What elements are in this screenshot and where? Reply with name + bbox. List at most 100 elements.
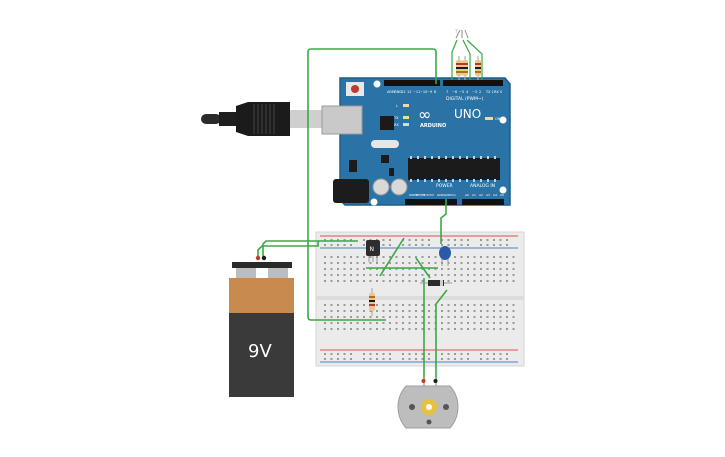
breadboard-hole[interactable] (382, 280, 385, 282)
breadboard-hole[interactable] (363, 358, 365, 360)
breadboard-hole[interactable] (408, 310, 411, 312)
breadboard-hole[interactable] (382, 256, 385, 258)
breadboard-hole[interactable] (467, 358, 469, 360)
breadboard-hole[interactable] (363, 322, 365, 324)
breadboard-hole[interactable] (486, 274, 489, 276)
breadboard-hole[interactable] (337, 322, 339, 324)
breadboard-hole[interactable] (363, 310, 365, 312)
breadboard-hole[interactable] (467, 353, 469, 355)
breadboard-hole[interactable] (337, 256, 339, 258)
breadboard-hole[interactable] (512, 328, 515, 330)
breadboard-hole[interactable] (428, 310, 430, 312)
breadboard-hole[interactable] (421, 353, 424, 355)
breadboard-hole[interactable] (408, 239, 411, 241)
breadboard-hole[interactable] (441, 268, 443, 270)
resistor[interactable] (475, 56, 481, 80)
breadboard-hole[interactable] (343, 322, 346, 324)
breadboard-hole[interactable] (447, 316, 450, 318)
breadboard-hole[interactable] (467, 304, 469, 306)
breadboard-hole[interactable] (421, 280, 424, 282)
breadboard-hole[interactable] (369, 280, 372, 282)
breadboard-hole[interactable] (363, 239, 365, 241)
breadboard-hole[interactable] (369, 310, 372, 312)
breadboard-hole[interactable] (330, 322, 333, 324)
breadboard-hole[interactable] (337, 244, 339, 246)
breadboard-hole[interactable] (460, 328, 463, 330)
breadboard-hole[interactable] (428, 353, 430, 355)
breadboard-hole[interactable] (343, 274, 346, 276)
breadboard-hole[interactable] (434, 262, 437, 264)
breadboard-hole[interactable] (486, 328, 489, 330)
breadboard-hole[interactable] (330, 274, 333, 276)
breadboard-hole[interactable] (363, 328, 365, 330)
breadboard-hole[interactable] (428, 316, 430, 318)
breadboard-hole[interactable] (324, 244, 326, 246)
breadboard-hole[interactable] (337, 268, 339, 270)
breadboard-hole[interactable] (369, 262, 372, 264)
breadboard-hole[interactable] (506, 322, 508, 324)
breadboard-hole[interactable] (428, 274, 430, 276)
breadboard-hole[interactable] (447, 239, 450, 241)
usb-cable[interactable] (201, 102, 324, 136)
breadboard-hole[interactable] (395, 256, 398, 258)
reset-button[interactable] (351, 85, 359, 93)
breadboard-hole[interactable] (506, 316, 508, 318)
breadboard-hole[interactable] (389, 268, 391, 270)
breadboard-hole[interactable] (512, 322, 515, 324)
breadboard-hole[interactable] (376, 268, 378, 270)
breadboard-hole[interactable] (454, 262, 456, 264)
breadboard-hole[interactable] (389, 316, 391, 318)
breadboard-hole[interactable] (408, 328, 411, 330)
breadboard-hole[interactable] (499, 353, 502, 355)
breadboard[interactable] (315, 231, 525, 367)
breadboard-hole[interactable] (499, 244, 502, 246)
breadboard-hole[interactable] (486, 310, 489, 312)
breadboard-hole[interactable] (506, 328, 508, 330)
breadboard-hole[interactable] (356, 280, 359, 282)
breadboard-hole[interactable] (402, 353, 404, 355)
breadboard-hole[interactable] (467, 239, 469, 241)
breadboard-hole[interactable] (473, 262, 476, 264)
breadboard-hole[interactable] (389, 304, 391, 306)
breadboard-hole[interactable] (324, 316, 326, 318)
breadboard-hole[interactable] (460, 280, 463, 282)
breadboard-hole[interactable] (473, 322, 476, 324)
breadboard-hole[interactable] (454, 310, 456, 312)
breadboard-hole[interactable] (343, 244, 346, 246)
breadboard-hole[interactable] (441, 304, 443, 306)
breadboard-hole[interactable] (363, 353, 365, 355)
breadboard-hole[interactable] (350, 358, 352, 360)
breadboard-hole[interactable] (415, 358, 417, 360)
breadboard-hole[interactable] (447, 244, 450, 246)
breadboard-hole[interactable] (486, 353, 489, 355)
breadboard-hole[interactable] (408, 316, 411, 318)
breadboard-hole[interactable] (350, 322, 352, 324)
breadboard-hole[interactable] (447, 268, 450, 270)
breadboard-hole[interactable] (441, 310, 443, 312)
breadboard-hole[interactable] (324, 322, 326, 324)
breadboard-hole[interactable] (506, 310, 508, 312)
breadboard-hole[interactable] (389, 353, 391, 355)
breadboard-hole[interactable] (343, 328, 346, 330)
breadboard-hole[interactable] (389, 262, 391, 264)
breadboard-hole[interactable] (382, 353, 385, 355)
breadboard-hole[interactable] (395, 262, 398, 264)
breadboard-hole[interactable] (330, 268, 333, 270)
breadboard-hole[interactable] (460, 353, 463, 355)
breadboard-hole[interactable] (493, 322, 495, 324)
breadboard-hole[interactable] (512, 256, 515, 258)
breadboard-hole[interactable] (395, 304, 398, 306)
breadboard-hole[interactable] (350, 239, 352, 241)
breadboard-hole[interactable] (493, 310, 495, 312)
breadboard-hole[interactable] (428, 239, 430, 241)
breadboard-hole[interactable] (330, 256, 333, 258)
breadboard-hole[interactable] (350, 304, 352, 306)
breadboard-hole[interactable] (447, 328, 450, 330)
breadboard-hole[interactable] (428, 256, 430, 258)
breadboard-hole[interactable] (389, 328, 391, 330)
breadboard-hole[interactable] (389, 244, 391, 246)
breadboard-hole[interactable] (376, 328, 378, 330)
breadboard-hole[interactable] (415, 353, 417, 355)
breadboard-hole[interactable] (473, 280, 476, 282)
breadboard-hole[interactable] (480, 239, 482, 241)
